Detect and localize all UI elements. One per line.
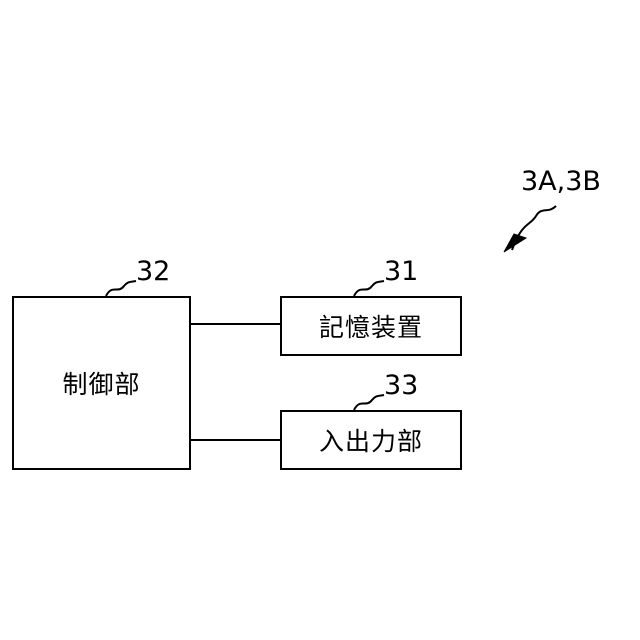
input-output-box: 入出力部 xyxy=(280,410,462,470)
system-arrow-head xyxy=(504,234,526,252)
reference-numeral-33: 33 xyxy=(384,372,418,399)
leader-line-33 xyxy=(354,395,384,410)
reference-numeral-32: 32 xyxy=(136,258,170,285)
system-arrow-shaft xyxy=(512,206,556,250)
reference-numeral-31: 31 xyxy=(384,258,418,285)
control-unit-box: 制御部 xyxy=(12,296,191,470)
input-output-label: 入出力部 xyxy=(319,422,423,458)
system-reference-label: 3A,3B xyxy=(521,168,601,195)
leader-line-32 xyxy=(106,281,136,296)
control-unit-label: 制御部 xyxy=(62,365,140,401)
storage-device-box: 記憶装置 xyxy=(280,296,462,356)
leader-line-31 xyxy=(354,281,384,296)
storage-device-label: 記憶装置 xyxy=(319,308,423,344)
